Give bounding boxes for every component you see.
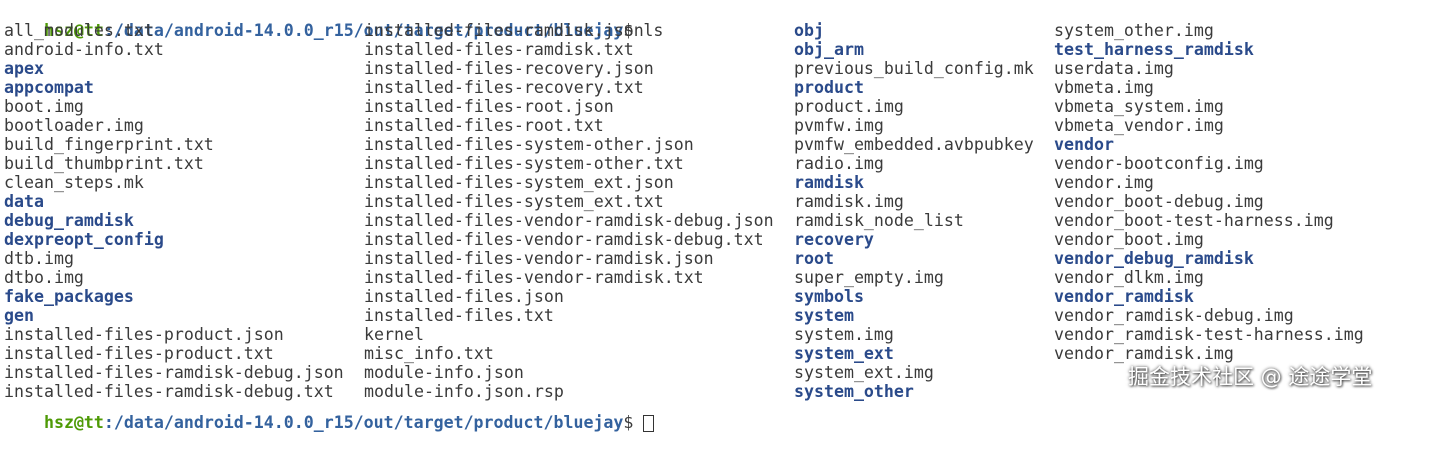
terminal-window[interactable]: hsz@tt:/data/android-14.0.0_r15/out/targ… [0, 0, 1430, 432]
directory-entry: vendor_ramdisk [1054, 287, 1194, 306]
file-entry: userdata.img [1054, 59, 1174, 78]
file-entry: vendor_ramdisk.img [1054, 344, 1234, 363]
directory-entry: appcompat [4, 78, 94, 97]
file-entry: ramdisk_node_list [794, 211, 964, 230]
file-entry: vbmeta_system.img [1054, 97, 1224, 116]
file-entry: build_fingerprint.txt [4, 135, 214, 154]
text-cursor [643, 415, 655, 432]
file-entry: installed-files-ramdisk.txt [364, 40, 634, 59]
file-entry: android-info.txt [4, 40, 164, 59]
file-entry: installed-files-system_ext.txt [364, 192, 664, 211]
directory-entry: dexpreopt_config [4, 230, 164, 249]
file-entry: build_thumbprint.txt [4, 154, 204, 173]
file-entry: ramdisk.img [794, 192, 904, 211]
file-entry: vendor_boot-test-harness.img [1054, 211, 1334, 230]
file-entry: dtbo.img [4, 268, 84, 287]
file-entry: installed-files-ramdisk-debug.json [4, 363, 344, 382]
directory-entry: fake_packages [4, 287, 134, 306]
file-entry: installed-files-product.json [4, 325, 284, 344]
prompt-symbol: $ [623, 21, 634, 40]
file-entry: vendor_boot-debug.img [1054, 192, 1264, 211]
file-entry: module-info.json [364, 363, 524, 382]
file-entry: dtb.img [4, 249, 74, 268]
file-entry: installed-files-vendor-ramdisk-debug.txt [364, 230, 764, 249]
file-entry: all_modules.txt [4, 21, 154, 40]
file-entry: installed-files-root.json [364, 97, 614, 116]
file-entry: vendor.img [1054, 173, 1154, 192]
file-entry: installed-files.json [364, 287, 564, 306]
file-entry: installed-files-system-other.txt [364, 154, 684, 173]
file-entry: pvmfw.img [794, 116, 884, 135]
directory-entry: system_ext [794, 344, 894, 363]
current-prompt-user-host: hsz@tt [43, 413, 104, 432]
file-entry: previous_build_config.mk [794, 59, 1034, 78]
file-entry: super_empty.img [794, 268, 944, 287]
file-entry: vendor_ramdisk-test-harness.img [1054, 325, 1364, 344]
file-entry: bootloader.img [4, 116, 144, 135]
prompt-user-host: hsz@tt [43, 21, 104, 40]
current-prompt-line[interactable]: hsz@tt:/data/android-14.0.0_r15/out/targ… [4, 394, 655, 432]
file-entry: kernel [364, 325, 424, 344]
file-entry: installed-files-system-other.json [364, 135, 694, 154]
directory-entry: data [4, 192, 44, 211]
directory-entry: root [794, 249, 834, 268]
directory-entry: system_other [794, 382, 914, 401]
directory-entry: symbols [794, 287, 864, 306]
file-entry: product.img [794, 97, 904, 116]
file-entry: installed-files-root.txt [364, 116, 604, 135]
directory-entry: product [794, 78, 864, 97]
file-entry: installed-files-vendor-ramdisk.json [364, 249, 714, 268]
file-entry: boot.img [4, 97, 84, 116]
file-entry: system.img [794, 325, 894, 344]
prompt-path: :/data/android-14.0.0_r15/out/target/pro… [103, 21, 624, 40]
file-entry: installed-files-system_ext.json [364, 173, 674, 192]
file-entry: system_other.img [1054, 21, 1214, 40]
file-entry: installed-files.txt [364, 306, 554, 325]
prompt-command: ls [633, 21, 664, 40]
directory-entry: recovery [794, 230, 874, 249]
file-entry: system_ext.img [794, 363, 934, 382]
directory-entry: system [794, 306, 854, 325]
directory-entry: debug_ramdisk [4, 211, 134, 230]
prompt-line: hsz@tt:/data/android-14.0.0_r15/out/targ… [4, 2, 663, 40]
file-entry: installed-files-vendor-ramdisk.txt [364, 268, 704, 287]
file-entry: misc_info.txt [364, 344, 494, 363]
file-entry: vbmeta.img [1054, 78, 1154, 97]
directory-entry: apex [4, 59, 44, 78]
file-entry: pvmfw_embedded.avbpubkey [794, 135, 1034, 154]
file-entry: installed-files-ramdisk.json [364, 21, 644, 40]
file-entry: installed-files-vendor-ramdisk-debug.jso… [364, 211, 774, 230]
file-entry: vbmeta_vendor.img [1054, 116, 1224, 135]
directory-entry: vendor_debug_ramdisk [1054, 249, 1254, 268]
directory-entry: obj_arm [794, 40, 864, 59]
file-entry: vendor_boot.img [1054, 230, 1204, 249]
file-entry: installed-files-recovery.txt [364, 78, 644, 97]
watermark: 掘金技术社区 @ 途途学堂 [1128, 365, 1373, 389]
file-entry: vendor-bootconfig.img [1054, 154, 1264, 173]
file-entry: installed-files-recovery.json [364, 59, 654, 78]
file-entry: installed-files-product.txt [4, 344, 274, 363]
file-entry: radio.img [794, 154, 884, 173]
file-entry: vendor_dlkm.img [1054, 268, 1204, 287]
file-entry: installed-files-ramdisk-debug.txt [4, 382, 334, 401]
file-entry: clean_steps.mk [4, 173, 144, 192]
file-entry: module-info.json.rsp [364, 382, 564, 401]
directory-entry: obj [794, 21, 824, 40]
current-prompt-path: :/data/android-14.0.0_r15/out/target/pro… [103, 413, 624, 432]
directory-entry: gen [4, 306, 34, 325]
file-entry: vendor_ramdisk-debug.img [1054, 306, 1294, 325]
directory-entry: vendor [1054, 135, 1114, 154]
directory-entry: test_harness_ramdisk [1054, 40, 1254, 59]
current-prompt-symbol: $ [623, 413, 634, 432]
directory-entry: ramdisk [794, 173, 864, 192]
